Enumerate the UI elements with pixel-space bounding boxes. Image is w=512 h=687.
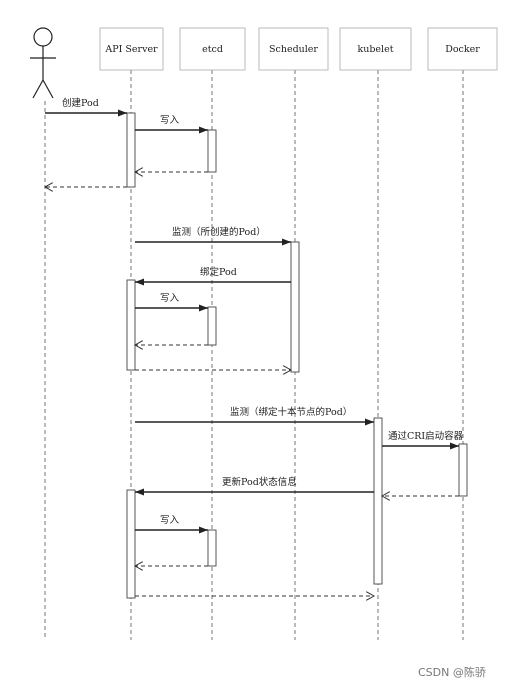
messages bbox=[45, 109, 459, 596]
activation-api bbox=[126, 112, 136, 188]
participant-etcd: etcd bbox=[179, 27, 246, 71]
participant-label: etcd bbox=[202, 44, 223, 55]
activation-api bbox=[126, 279, 136, 371]
message-label: 监测（所创建的Pod） bbox=[172, 226, 266, 238]
participant-docker: Docker bbox=[427, 27, 498, 71]
participant-scheduler: Scheduler bbox=[258, 27, 329, 71]
participant-label: kubelet bbox=[357, 44, 393, 55]
participant-label: Docker bbox=[445, 44, 480, 55]
participant-box bbox=[427, 27, 498, 71]
message-label: 通过CRI启动容器 bbox=[388, 430, 464, 442]
participant-box bbox=[179, 27, 246, 71]
message-label: 写入 bbox=[160, 293, 180, 304]
activation-docker bbox=[458, 443, 468, 497]
participant-boxes: API Server etcd Scheduler kubelet Docker bbox=[30, 27, 498, 99]
lifelines bbox=[44, 70, 464, 640]
activation-api bbox=[126, 489, 136, 599]
message-label: 写入 bbox=[160, 515, 180, 526]
message-label: 创建Pod bbox=[62, 97, 99, 109]
message-labels: 创建Pod写入监测（所创建的Pod）绑定Pod写入监测（绑定十本节点的Pod）通… bbox=[62, 97, 464, 526]
participant-box bbox=[339, 27, 412, 71]
participant-label: API Server bbox=[104, 44, 158, 55]
participant-box bbox=[99, 27, 164, 71]
message-label: 绑定Pod bbox=[200, 266, 237, 278]
activation-etcd bbox=[207, 129, 217, 173]
activation-scheduler bbox=[290, 241, 300, 373]
participant-api: API Server bbox=[99, 27, 164, 71]
activation-etcd bbox=[207, 306, 217, 346]
participant-kubelet: kubelet bbox=[339, 27, 412, 71]
participant-label: Scheduler bbox=[269, 44, 318, 55]
stick-figure-icon bbox=[30, 27, 56, 99]
message-label: 监测（绑定十本节点的Pod） bbox=[230, 406, 352, 418]
message-label: 更新Pod状态信息 bbox=[222, 476, 297, 488]
message-label: 写入 bbox=[160, 115, 180, 126]
activation-bars bbox=[126, 112, 468, 599]
activation-kubelet bbox=[373, 417, 383, 585]
activation-etcd bbox=[207, 529, 217, 567]
participant-box bbox=[258, 27, 329, 71]
watermark: CSDN @陈骄 bbox=[418, 665, 486, 679]
